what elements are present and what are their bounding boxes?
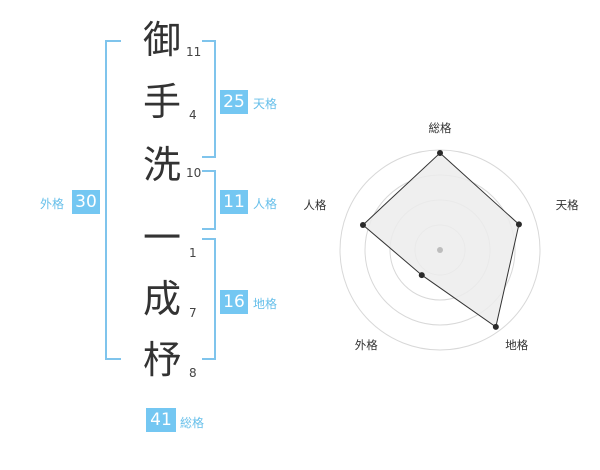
radar-center-dot [437,247,443,253]
name-char-4: 一 [142,216,181,260]
name-char-1: 御 [142,18,181,62]
chikaku-badge: 16 [220,290,248,314]
name-char-2: 手 [142,80,181,124]
name-char-5: 成 [142,277,181,321]
chikaku-bracket [202,238,216,360]
stroke-count-2: 4 [189,108,197,122]
name-char-6: 杼 [142,338,181,382]
jinkaku-badge: 11 [220,190,248,214]
radar-value-polygon [362,152,520,328]
gaikaku-bracket [105,40,121,360]
soukaku-label: 総格 [180,416,205,430]
radar-axis-label-4: 外格 [355,338,378,352]
radar-axis-label-3: 地格 [505,338,528,352]
radar-point-4 [418,272,425,279]
stroke-count-6: 8 [189,366,197,380]
radar-point-2 [515,221,522,228]
tenkaku-badge: 25 [220,90,248,114]
gaikaku-badge: 30 [72,190,100,214]
name-char-3: 洗 [142,143,181,187]
stroke-count-5: 7 [189,306,197,320]
soukaku-badge: 41 [146,408,176,432]
radar-axis-label-1: 総格 [429,121,452,135]
chikaku-label: 地格 [253,297,278,311]
gaikaku-label: 外格 [40,197,65,211]
tenkaku-bracket [202,40,216,158]
radar-point-3 [492,323,499,330]
radar-axis-label-5: 人格 [303,198,326,212]
radar-point-1 [437,150,443,156]
tenkaku-label: 天格 [253,97,278,111]
stroke-count-4: 1 [189,246,197,260]
radar-axis-label-2: 天格 [556,198,579,212]
radar-point-5 [359,221,366,228]
jinkaku-bracket [202,170,216,230]
stroke-count-3: 10 [186,166,202,180]
stroke-count-1: 11 [186,45,202,59]
jinkaku-label: 人格 [253,197,278,211]
